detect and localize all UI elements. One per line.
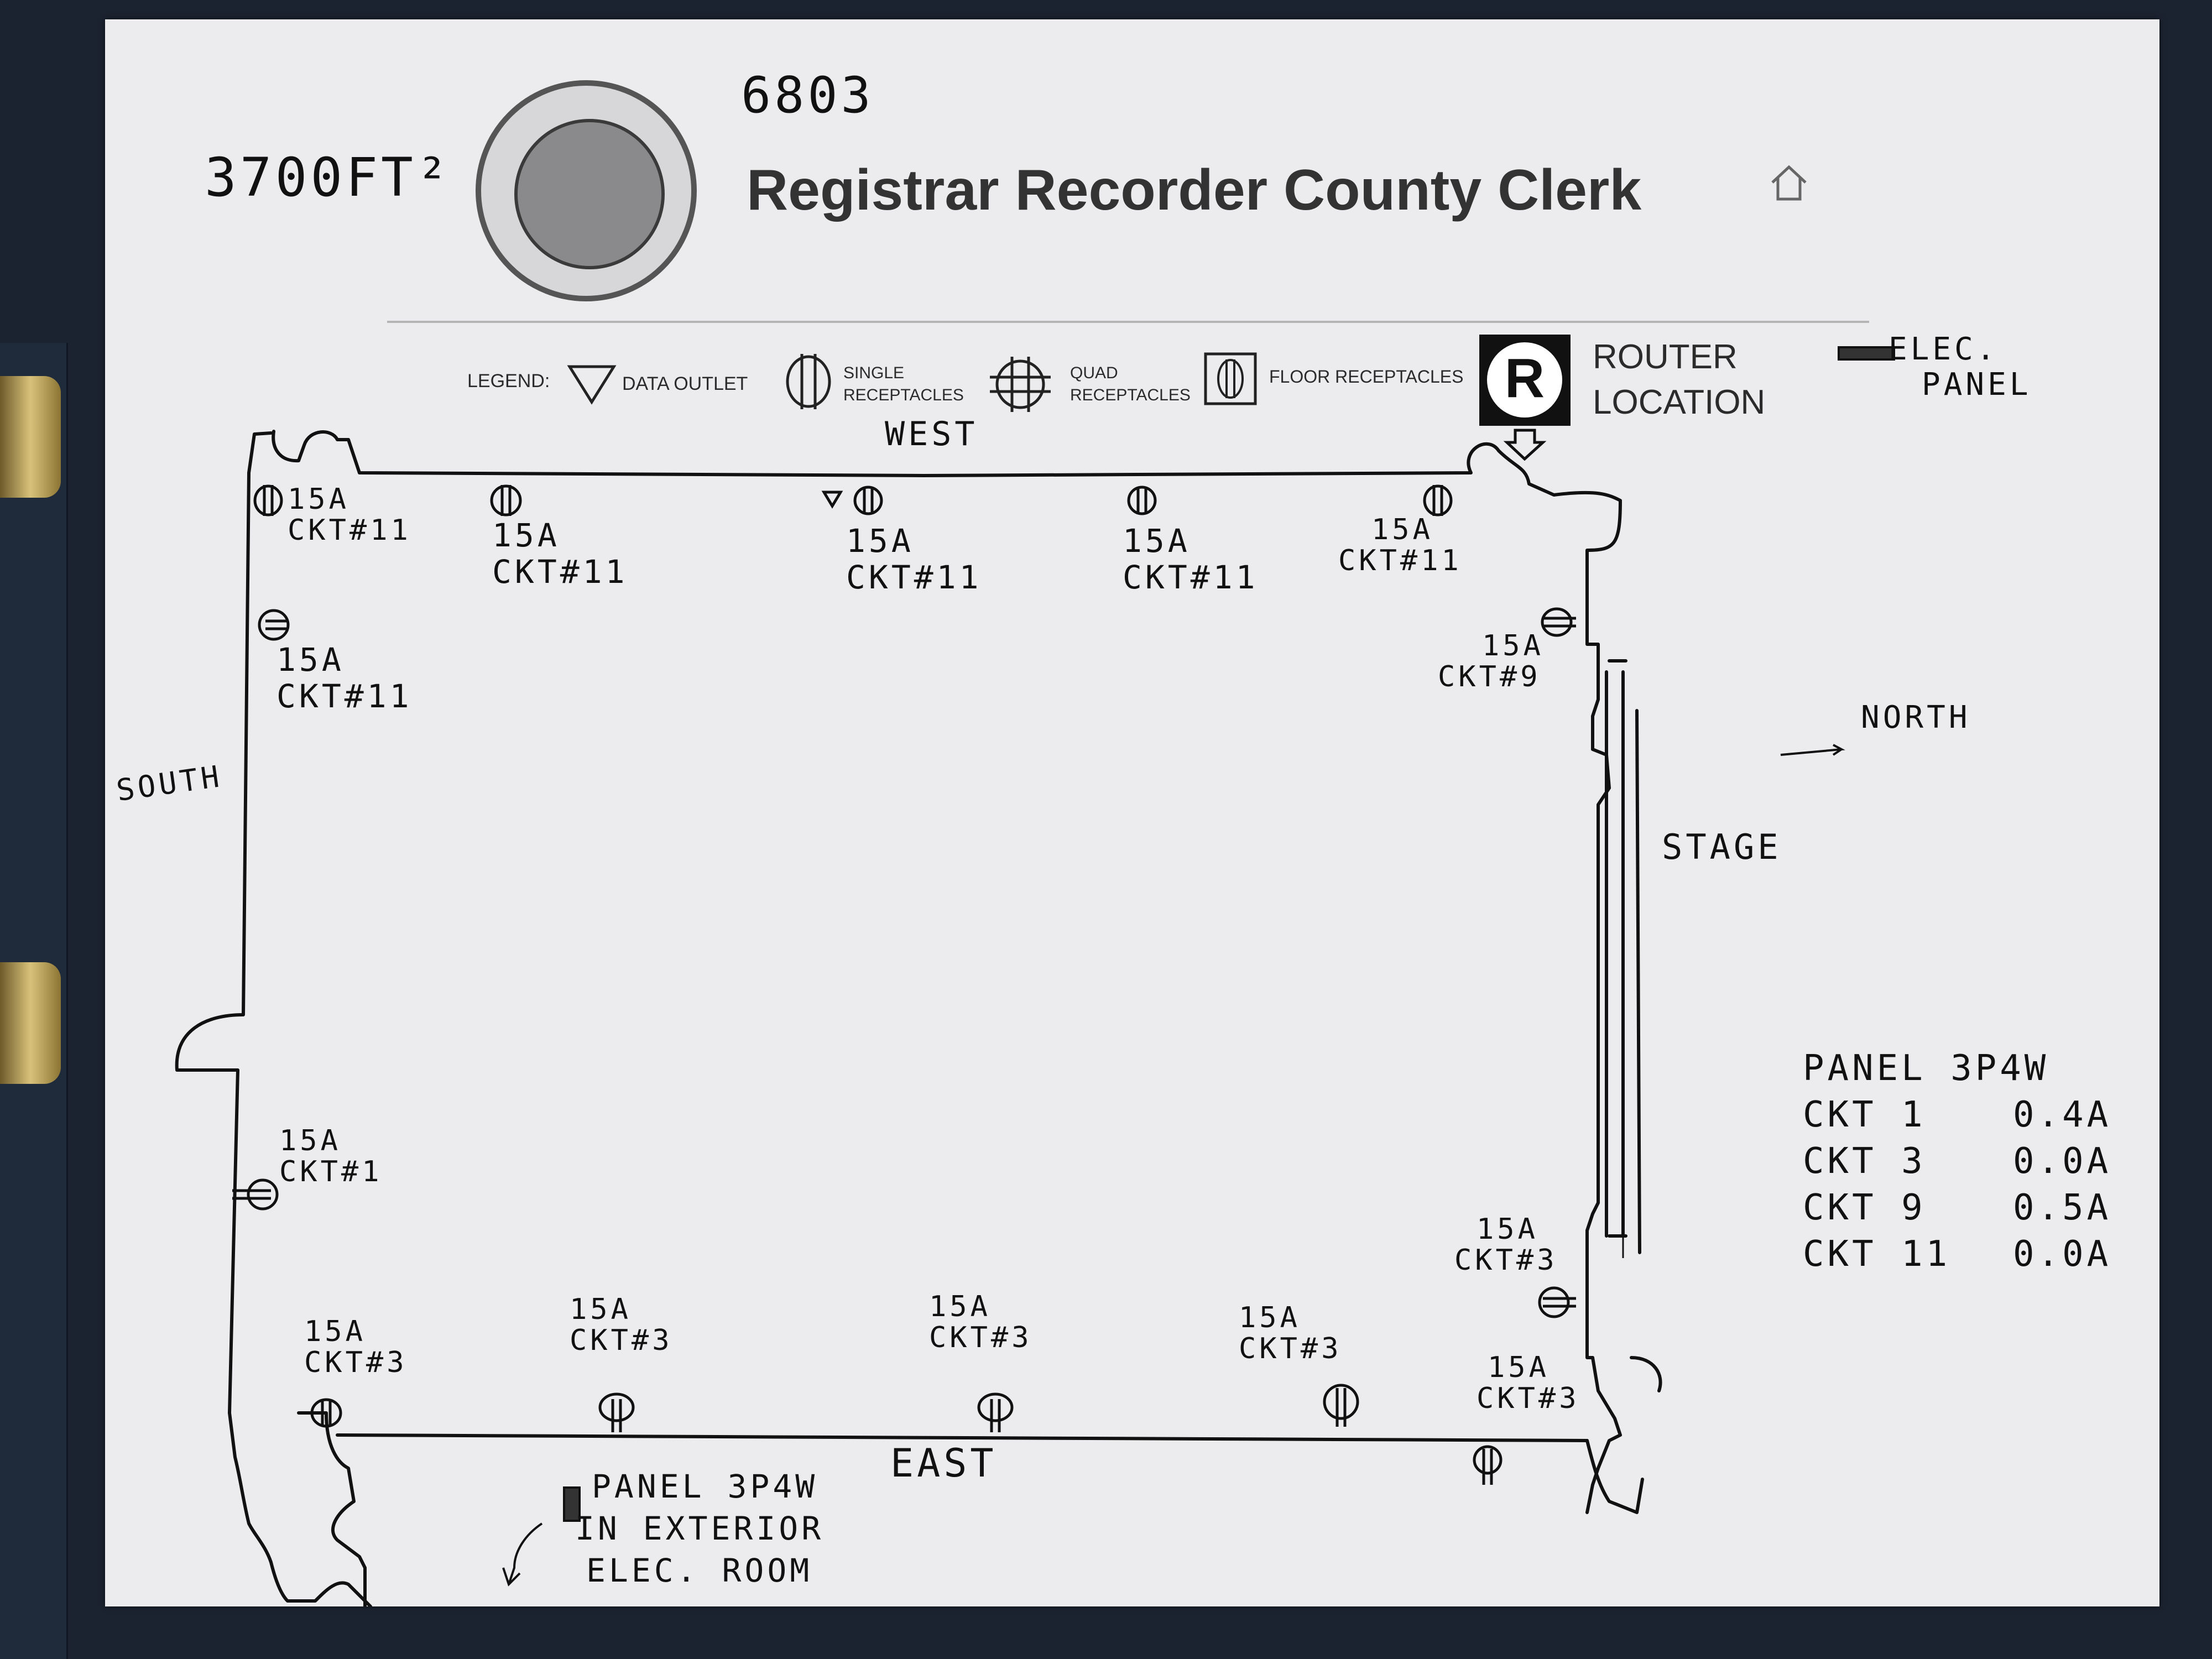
receptacle-w1 [253, 484, 283, 517]
south-wall [175, 471, 251, 1415]
router-label-line1: ROUTER [1593, 338, 1738, 376]
seal-emblem [514, 119, 665, 269]
receptacle-s2 [232, 1178, 279, 1211]
binder [0, 343, 68, 1659]
data-outlet-icon [567, 365, 617, 405]
panel-table-title: PANEL 3P4W [1803, 1048, 2049, 1089]
legend-quad: QUAD RECEPTACLES [1070, 364, 1191, 404]
east-door [1585, 1356, 1662, 1514]
receptacle-symbols [232, 484, 1576, 1485]
south-door-frame [297, 1411, 367, 1606]
elec-label-line2: PANEL [1922, 367, 2032, 403]
elec-panel-icon [1838, 346, 1895, 361]
receptacle-s1 [258, 609, 290, 641]
legend-single: SINGLE RECEPTACLES [843, 364, 964, 404]
panel-note-line1: PANEL 3P4W [592, 1468, 818, 1505]
job-number: 6803 [741, 66, 874, 124]
legend-label: LEGEND: [467, 371, 550, 392]
stage-label: STAGE [1662, 827, 1782, 867]
receptacle-e2 [598, 1392, 635, 1432]
home-icon[interactable] [1767, 160, 1811, 205]
receptacle-w3 [853, 486, 883, 515]
elec-label-line1: ELEC. [1888, 331, 1999, 367]
receptacle-n2 [1538, 1286, 1576, 1318]
west-wall [247, 430, 1622, 574]
panel-arrow [502, 1522, 543, 1587]
area-note: 3700FT² [205, 147, 452, 208]
header-divider [387, 321, 1869, 323]
receptacle-e5 [1473, 1445, 1503, 1485]
quad-receptacle-icon [990, 357, 1051, 412]
direction-west: WEST [885, 415, 978, 453]
paper-sheet: 6803 3700FT² Registrar Recorder County C… [105, 19, 2159, 1606]
receptacle-e4 [1323, 1384, 1359, 1427]
router-icon: R [1479, 335, 1571, 461]
north-arrow [1780, 744, 1845, 756]
legend-floor: FLOOR RECEPTACLES [1269, 367, 1464, 387]
panel-marker [563, 1486, 581, 1522]
data-outlet-mark [821, 491, 843, 509]
receptacle-n1 [1541, 607, 1576, 637]
north-wall [1585, 571, 1622, 1514]
floor-receptacle-icon [1204, 352, 1257, 405]
floor-plan [175, 430, 1845, 1606]
direction-north: NORTH [1861, 700, 1971, 735]
receptacle-e3 [977, 1392, 1014, 1432]
legend-router: ROUTER LOCATION [1593, 335, 1765, 425]
direction-east: EAST [890, 1441, 997, 1486]
panel-note-line2: IN EXTERIOR [575, 1510, 825, 1547]
legend-elec-panel: ELEC. PANEL [1888, 332, 2032, 403]
single-receptacle-icon [786, 354, 831, 409]
panel-location-note: PANEL 3P4W IN EXTERIOR ELEC. ROOM [575, 1465, 824, 1592]
east-wall [336, 1433, 1589, 1442]
legend-data-outlet: DATA OUTLET [622, 373, 748, 394]
svg-text:R: R [1505, 347, 1545, 409]
binder-ring [0, 962, 61, 1084]
receptacle-w4 [1127, 486, 1157, 515]
router-label-line2: LOCATION [1593, 383, 1766, 421]
receptacle-e1 [310, 1398, 342, 1428]
receptacle-w2 [490, 484, 522, 517]
south-door-bottom [228, 1411, 372, 1606]
receptacle-w5 [1423, 484, 1453, 517]
page-title: Registrar Recorder County Clerk [747, 158, 1642, 222]
panel-note-line3: ELEC. ROOM [586, 1552, 813, 1589]
binder-ring [0, 376, 61, 498]
county-seal [476, 80, 697, 301]
